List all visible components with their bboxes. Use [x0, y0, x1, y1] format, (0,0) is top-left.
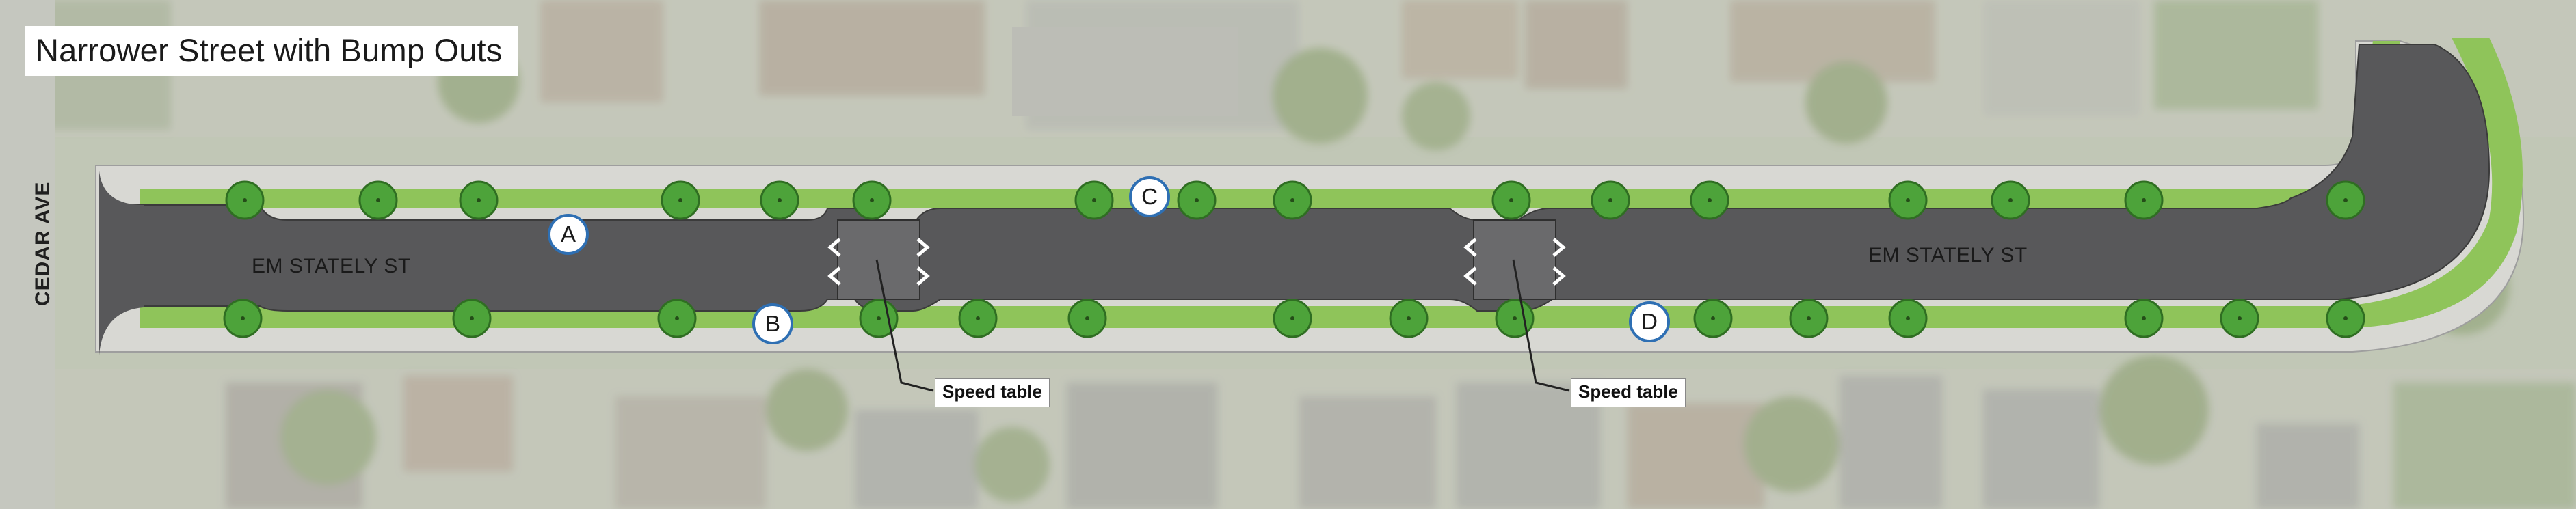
tree-trunk	[1513, 316, 1517, 320]
marker-d: D	[1629, 301, 1670, 342]
street-pavement	[99, 44, 2491, 355]
street-label-west: EM STATELY ST	[252, 255, 411, 277]
tree-trunk	[877, 316, 881, 320]
marker-b: B	[752, 303, 793, 344]
tree-trunk	[1906, 198, 1910, 202]
street-label-east: EM STATELY ST	[1868, 244, 2028, 266]
tree-trunk	[1906, 316, 1910, 320]
tree-trunk	[2142, 316, 2146, 320]
tree-trunk	[1290, 316, 1294, 320]
tree-trunk	[1708, 198, 1712, 202]
tree-trunk	[1092, 198, 1096, 202]
tree-trunk	[678, 198, 682, 202]
tree-trunk	[778, 198, 782, 202]
tree-trunk	[870, 198, 874, 202]
tree-trunk	[241, 316, 245, 320]
tree-trunk	[2142, 198, 2146, 202]
cross-street-label: CEDAR AVE	[31, 181, 54, 306]
street-trees	[223, 180, 2365, 338]
tree-trunk	[1807, 316, 1811, 320]
tree-trunk	[1509, 198, 1513, 202]
marker-c: C	[1129, 176, 1170, 217]
speed-table-callout-west: Speed table	[935, 378, 1050, 407]
tree-trunk	[2343, 316, 2348, 320]
tree-trunk	[1290, 198, 1294, 202]
tree-trunk	[477, 198, 481, 202]
tree-trunk	[376, 198, 380, 202]
tree-trunk	[1407, 316, 1411, 320]
marker-a: A	[548, 214, 589, 255]
tree-trunk	[243, 198, 247, 202]
tree-trunk	[1608, 198, 1612, 202]
tree-trunk	[2238, 316, 2242, 320]
tree-trunk	[2008, 198, 2013, 202]
tree-trunk	[976, 316, 980, 320]
map-title: Narrower Street with Bump Outs	[25, 26, 518, 76]
speed-table-callout-east: Speed table	[1571, 378, 1686, 407]
tree-trunk	[470, 316, 474, 320]
callout-leaders	[875, 259, 1570, 392]
tree-trunk	[675, 316, 679, 320]
tree-trunk	[1085, 316, 1089, 320]
tree-trunk	[2343, 198, 2348, 202]
tree-trunk	[1711, 316, 1715, 320]
tree-trunk	[1195, 198, 1199, 202]
